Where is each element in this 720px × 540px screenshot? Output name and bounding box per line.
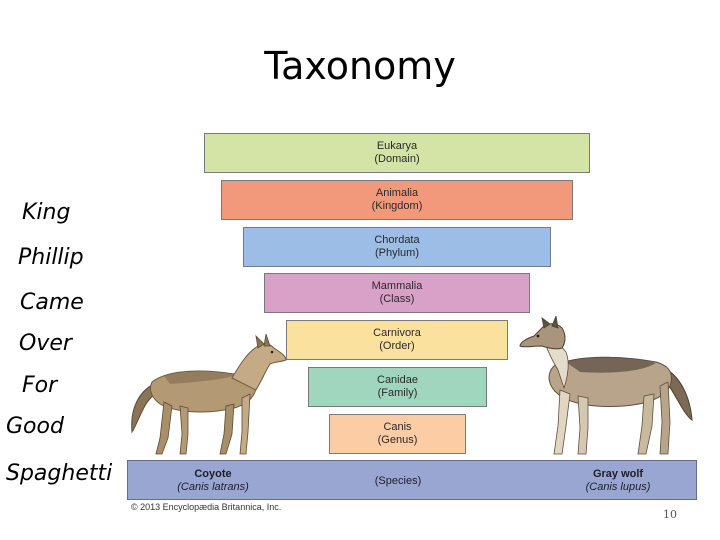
wolf-scientific-name: (Canis lupus) xyxy=(585,481,651,493)
coyote-common-name: Coyote xyxy=(194,468,232,480)
mnemonic-king: King xyxy=(22,200,71,225)
rank-name: Canis xyxy=(383,421,412,433)
rank-bar-domain: Eukarya (Domain) xyxy=(204,133,590,173)
rank-bar-family: Canidae (Family) xyxy=(308,367,487,407)
rank-name: Mammalia xyxy=(371,280,423,292)
rank-name: Canidae xyxy=(377,374,418,386)
species-left-label: Coyote (Canis latrans) xyxy=(148,468,278,494)
gray-wolf-illustration xyxy=(519,316,693,455)
wolf-common-name: Gray wolf xyxy=(592,468,644,480)
mnemonic-came: Came xyxy=(20,290,84,315)
mnemonic-for: For xyxy=(22,373,58,398)
rank-level: (Order) xyxy=(379,340,415,352)
rank-name: Carnivora xyxy=(373,327,421,339)
rank-level: (Class) xyxy=(379,293,415,305)
slide-title: Taxonomy xyxy=(264,44,456,88)
rank-name: Eukarya xyxy=(376,140,418,152)
species-right-label: Gray wolf (Canis lupus) xyxy=(558,468,678,494)
rank-bar-class: Mammalia (Class) xyxy=(264,273,530,313)
rank-bar-genus: Canis (Genus) xyxy=(329,414,466,454)
page-number: 10 xyxy=(663,508,677,521)
coyote-illustration xyxy=(131,334,287,455)
rank-bar-kingdom: Animalia (Kingdom) xyxy=(221,180,573,220)
species-rank-label: (Species) xyxy=(374,475,422,487)
rank-bar-species: Coyote (Canis latrans) (Species) Gray wo… xyxy=(127,460,697,500)
rank-level: (Domain) xyxy=(374,153,420,165)
mnemonic-over: Over xyxy=(19,331,72,356)
rank-level: (Genus) xyxy=(377,434,418,446)
rank-name: Chordata xyxy=(374,234,420,246)
rank-name: Animalia xyxy=(375,187,419,199)
mnemonic-spaghetti: Spaghetti xyxy=(6,461,113,486)
coyote-scientific-name: (Canis latrans) xyxy=(177,481,249,493)
rank-level: (Family) xyxy=(377,387,418,399)
copyright-credit: © 2013 Encyclopædia Britannica, Inc. xyxy=(131,502,282,512)
mnemonic-good: Good xyxy=(6,414,64,439)
mnemonic-phillip: Phillip xyxy=(18,245,84,270)
rank-level: (Kingdom) xyxy=(371,200,423,212)
rank-bar-phylum: Chordata (Phylum) xyxy=(243,227,551,267)
rank-bar-order: Carnivora (Order) xyxy=(286,320,508,360)
rank-level: (Phylum) xyxy=(374,247,419,259)
